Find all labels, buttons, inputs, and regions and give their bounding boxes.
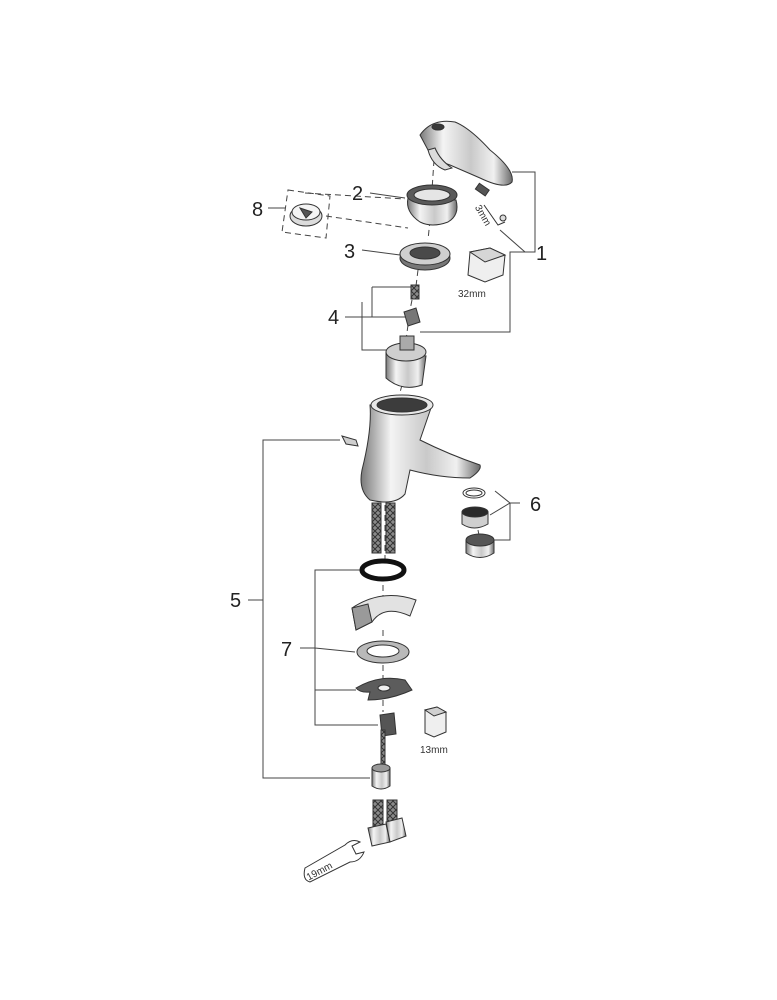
callout-8: 8 bbox=[252, 199, 263, 221]
lever-handle bbox=[419, 120, 513, 186]
callout-6: 6 bbox=[530, 494, 541, 516]
nut-13mm bbox=[423, 706, 448, 738]
mounting-flange bbox=[351, 595, 417, 631]
aerator-insert bbox=[461, 506, 489, 529]
allen-key-size-label: 3mm bbox=[472, 203, 493, 228]
callout-5: 5 bbox=[230, 590, 241, 612]
callout-3: 3 bbox=[344, 241, 355, 263]
nut-socket-32mm bbox=[467, 247, 507, 283]
callout-7: 7 bbox=[281, 639, 292, 661]
aerator-washer bbox=[462, 487, 486, 499]
horseshoe-clamp bbox=[355, 677, 413, 701]
washer-plate bbox=[356, 640, 410, 664]
locking-nut bbox=[399, 242, 451, 271]
aerator-housing bbox=[465, 533, 495, 558]
cap-ring bbox=[406, 184, 458, 226]
callout-4: 4 bbox=[328, 307, 339, 329]
cartridge-screw bbox=[410, 284, 420, 300]
nut-size-13mm-label: 13mm bbox=[420, 745, 448, 756]
callout-1: 1 bbox=[536, 243, 547, 265]
cartridge-adapter bbox=[403, 307, 421, 327]
grub-screw bbox=[474, 182, 507, 226]
threaded-stud bbox=[379, 712, 397, 769]
nut-size-32mm-label: 32mm bbox=[458, 289, 486, 300]
leader-lines bbox=[248, 171, 536, 779]
faucet-body bbox=[341, 394, 481, 503]
flex-hoses bbox=[371, 502, 396, 554]
hose-end-fittings bbox=[367, 799, 407, 847]
callout-labels: 1 2 3 4 5 6 7 8 bbox=[230, 183, 547, 661]
cartridge bbox=[385, 335, 427, 388]
sealing-ring bbox=[359, 558, 407, 582]
callout-2: 2 bbox=[352, 183, 363, 205]
pop-up-rod-connector bbox=[371, 763, 391, 790]
wrench-19mm bbox=[303, 840, 365, 883]
pop-up-knob bbox=[281, 189, 331, 239]
